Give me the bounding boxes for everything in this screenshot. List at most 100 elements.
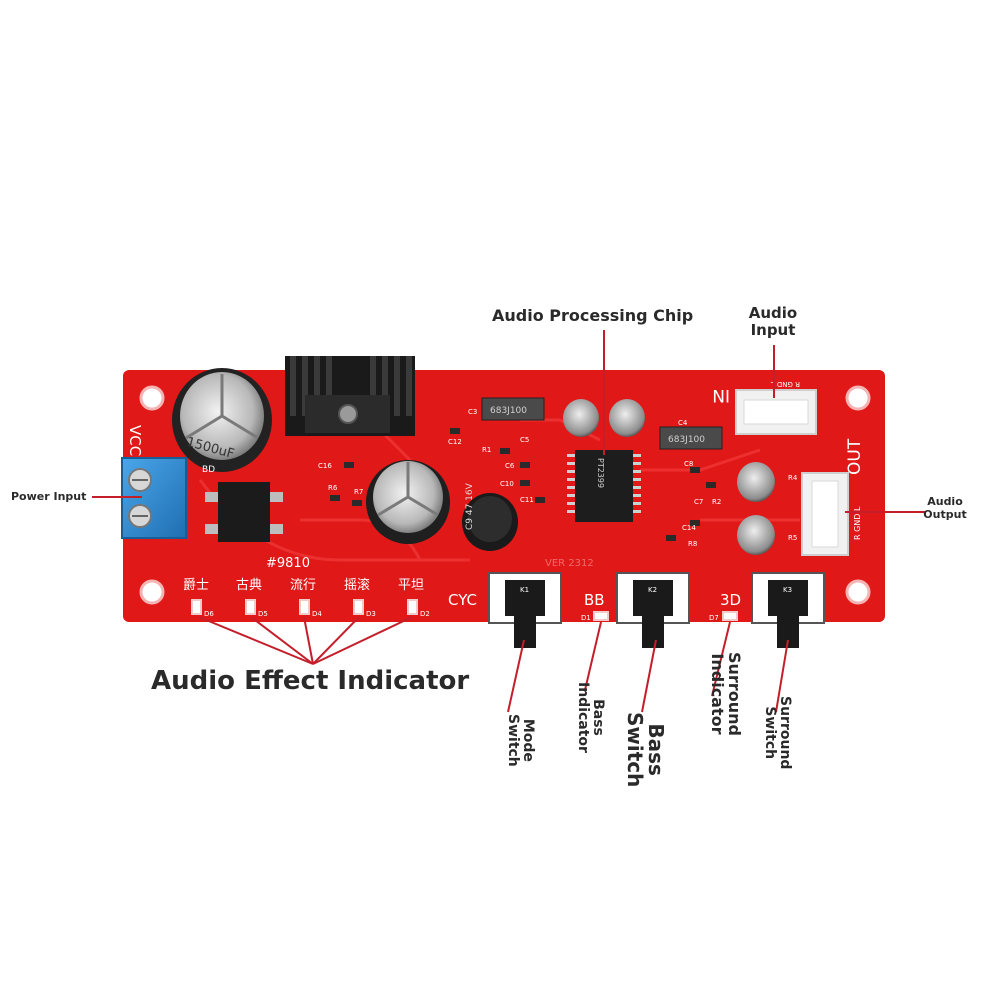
leader-surround-switch — [775, 639, 789, 713]
leader-surround-indicator — [711, 621, 731, 697]
silk-film-c4: 683J100 — [668, 435, 705, 445]
silk-ref-c10: C10 — [500, 480, 514, 488]
label-mode-switch-line2: Switch — [505, 714, 522, 767]
silk-ref-c4: C4 — [678, 419, 688, 427]
mounting-holes — [139, 385, 871, 605]
silk-version: VER 2312 — [545, 558, 594, 569]
silk-out-pins: R GND L — [853, 506, 862, 540]
silk-cyc: CYC — [448, 591, 477, 609]
led-d5 — [245, 599, 256, 615]
leader-effect-d5 — [250, 616, 314, 665]
audio-output-connector — [801, 472, 849, 556]
label-audio-input-line1: Audio — [748, 304, 798, 322]
switch-k3 — [751, 572, 825, 648]
capacitor-1500uf — [172, 368, 272, 472]
silk-effect-d6: D6 — [204, 610, 214, 618]
silk-film-c3: 683J100 — [490, 406, 527, 416]
annotation-lines — [92, 330, 925, 713]
silk-3d: 3D — [720, 591, 741, 609]
silk-ref-c6: C6 — [505, 462, 515, 470]
label-audio-input: Audio Input — [740, 305, 806, 338]
silk-ref-c14: C14 — [682, 524, 696, 532]
leader-bass-indicator — [584, 621, 602, 691]
leader-effect-d2 — [312, 616, 413, 665]
label-audio-input-line2: Input — [750, 320, 796, 339]
mount-hole-tl — [139, 385, 165, 411]
capacitor-c9 — [462, 493, 518, 551]
small-capacitors — [563, 399, 775, 555]
silk-c9: C9 47 16V — [465, 482, 475, 530]
silk-effect-d3: D3 — [366, 610, 376, 618]
bridge-rectifier — [205, 482, 283, 542]
label-bass-indicator-line2: Indicator — [575, 682, 592, 753]
label-surround-indicator-line2: Indicator — [708, 653, 728, 735]
effect-leds — [191, 599, 738, 621]
switch-k1 — [488, 572, 562, 648]
led-d3 — [353, 599, 364, 615]
silk-effect-d5: D5 — [258, 610, 268, 618]
leader-mode-switch — [507, 639, 525, 713]
silk-vcc: VCC — [126, 425, 144, 456]
led-d4 — [299, 599, 310, 615]
audio-processing-chip — [567, 450, 641, 522]
silk-chip: PT2399 — [596, 458, 605, 488]
label-mode-switch-line1: Mode — [520, 718, 536, 762]
silk-model: #9810 — [266, 556, 310, 571]
silk-switch-k1: K1 — [520, 586, 529, 594]
label-surround-switch: Surround Switch — [762, 696, 793, 770]
silk-in-pins: R GND L — [771, 380, 800, 388]
led-d1 — [593, 611, 609, 621]
label-audio-effect-indicator: Audio Effect Indicator — [151, 666, 470, 696]
label-audio-processing-chip: Audio Processing Chip — [492, 306, 694, 325]
silk-ref-c11: C11 — [520, 496, 534, 504]
led-d2 — [407, 599, 418, 615]
mount-hole-br — [845, 579, 871, 605]
film-cap-c3 — [481, 397, 545, 421]
leader-effect-d3 — [312, 616, 360, 665]
silk-ref-c3: C3 — [468, 408, 477, 416]
silk-ref-c7: C7 — [694, 498, 703, 506]
leader-effect-d6 — [198, 616, 314, 665]
smd-components — [330, 428, 716, 541]
silk-ref-r4: R4 — [788, 474, 798, 482]
label-power-input: Power Input — [11, 490, 87, 503]
silk-effect-classical: 古典 — [236, 578, 262, 593]
silk-switch-k2: K2 — [648, 586, 657, 594]
label-bass-switch: Bass Switch — [623, 712, 668, 787]
silk-ref-r8: R8 — [688, 540, 697, 548]
silk-ref-c12: C12 — [448, 438, 462, 446]
silk-ref-c16: C16 — [318, 462, 332, 470]
silk-effect-d2: D2 — [420, 610, 430, 618]
switch-k2 — [616, 572, 690, 648]
silk-effect-flat: 平坦 — [398, 578, 424, 593]
label-mode-switch: Mode Switch — [505, 714, 536, 767]
silk-ref-c8: C8 — [684, 460, 693, 468]
led-d6 — [191, 599, 202, 615]
silk-ref-c5: C5 — [520, 436, 529, 444]
silk-effect-d4: D4 — [312, 610, 322, 618]
leader-effect-d4 — [303, 616, 314, 665]
label-surround-indicator-line1: Surround — [725, 652, 744, 736]
label-surround-switch-line1: Surround — [777, 696, 793, 770]
mount-hole-tr — [845, 385, 871, 411]
audio-input-connector — [735, 389, 817, 435]
film-cap-c4 — [659, 426, 723, 450]
heatsink — [285, 356, 415, 436]
label-bass-indicator: Bass Indicator — [575, 682, 606, 753]
capacitor-medium — [366, 460, 450, 544]
silk-ref-r2: R2 — [712, 498, 721, 506]
silk-in: IN — [712, 385, 730, 405]
silk-out: OUT — [845, 438, 865, 475]
leader-bass-switch — [641, 639, 657, 713]
label-surround-switch-line2: Switch — [762, 706, 779, 760]
label-bass-indicator-line1: Bass — [590, 699, 606, 736]
label-audio-output: Audio Output — [918, 495, 972, 521]
silk-ref-r5: R5 — [788, 534, 797, 542]
label-bass-switch-line1: Bass — [644, 723, 668, 776]
silk-switch-k3: K3 — [783, 586, 792, 594]
silk-ref-r1: R1 — [482, 446, 491, 454]
silk-bridge: BD — [202, 465, 215, 475]
silk-led-d1: D1 — [581, 614, 591, 622]
silk-effect-pop: 流行 — [290, 578, 316, 593]
